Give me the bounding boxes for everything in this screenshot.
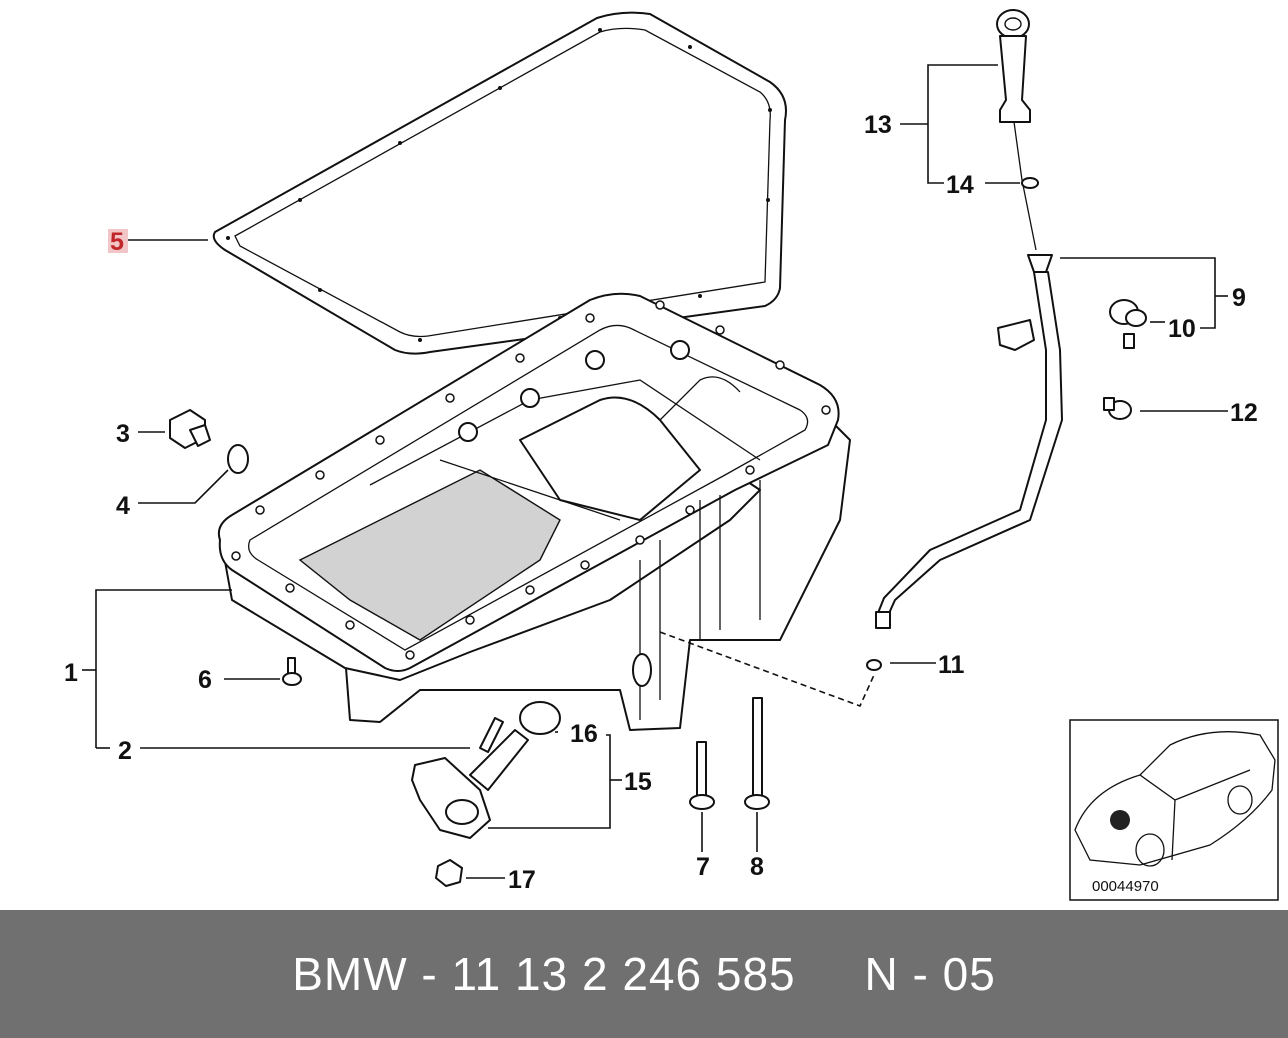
callout-8: 8 (750, 853, 764, 881)
part-number-label: BMW - 11 13 2 246 585 N - 05 (292, 948, 996, 1000)
callout-5-highlight (108, 229, 128, 253)
callout-17: 17 (508, 866, 536, 894)
bolt-m8-part (744, 697, 770, 810)
callout-12: 12 (1230, 399, 1258, 427)
callout-4: 4 (116, 492, 130, 520)
callout-14: 14 (946, 171, 974, 199)
bolt-m7-part (689, 741, 715, 810)
drain-plug-seal-ring-part (227, 444, 249, 474)
exploded-parts-diagram: 00044970 (64, 9, 1279, 901)
oil-pan-part (217, 292, 851, 731)
callout-11: 11 (938, 651, 965, 679)
o-ring-part (519, 701, 561, 735)
oil-pan-gasket-part (212, 11, 787, 355)
callout-9: 9 (1232, 284, 1246, 312)
diagram-code: 00044970 (1092, 878, 1159, 895)
callout-2: 2 (118, 737, 132, 765)
callout-7: 7 (696, 853, 710, 881)
stud-part (479, 717, 504, 753)
callout-5: 5 (110, 228, 124, 256)
callout-13: 13 (864, 111, 892, 139)
vehicle-location-inset: 00044970 (1069, 719, 1279, 901)
small-bolt-part (282, 657, 302, 686)
callout-15: 15 (624, 768, 652, 796)
callout-16: 16 (570, 720, 598, 748)
nut-part (435, 859, 463, 887)
callout-1: 1 (64, 659, 78, 687)
oil-pickup-part (411, 729, 529, 839)
drain-plug-part (169, 409, 211, 449)
engine-location-marker (1110, 810, 1130, 830)
callout-10: 10 (1168, 315, 1196, 343)
part-number-footer: BMW - 11 13 2 246 585 N - 05 (0, 910, 1288, 1038)
callout-3: 3 (116, 420, 130, 448)
callout-6: 6 (198, 666, 212, 694)
dipstick-assembly-part (866, 9, 1147, 671)
